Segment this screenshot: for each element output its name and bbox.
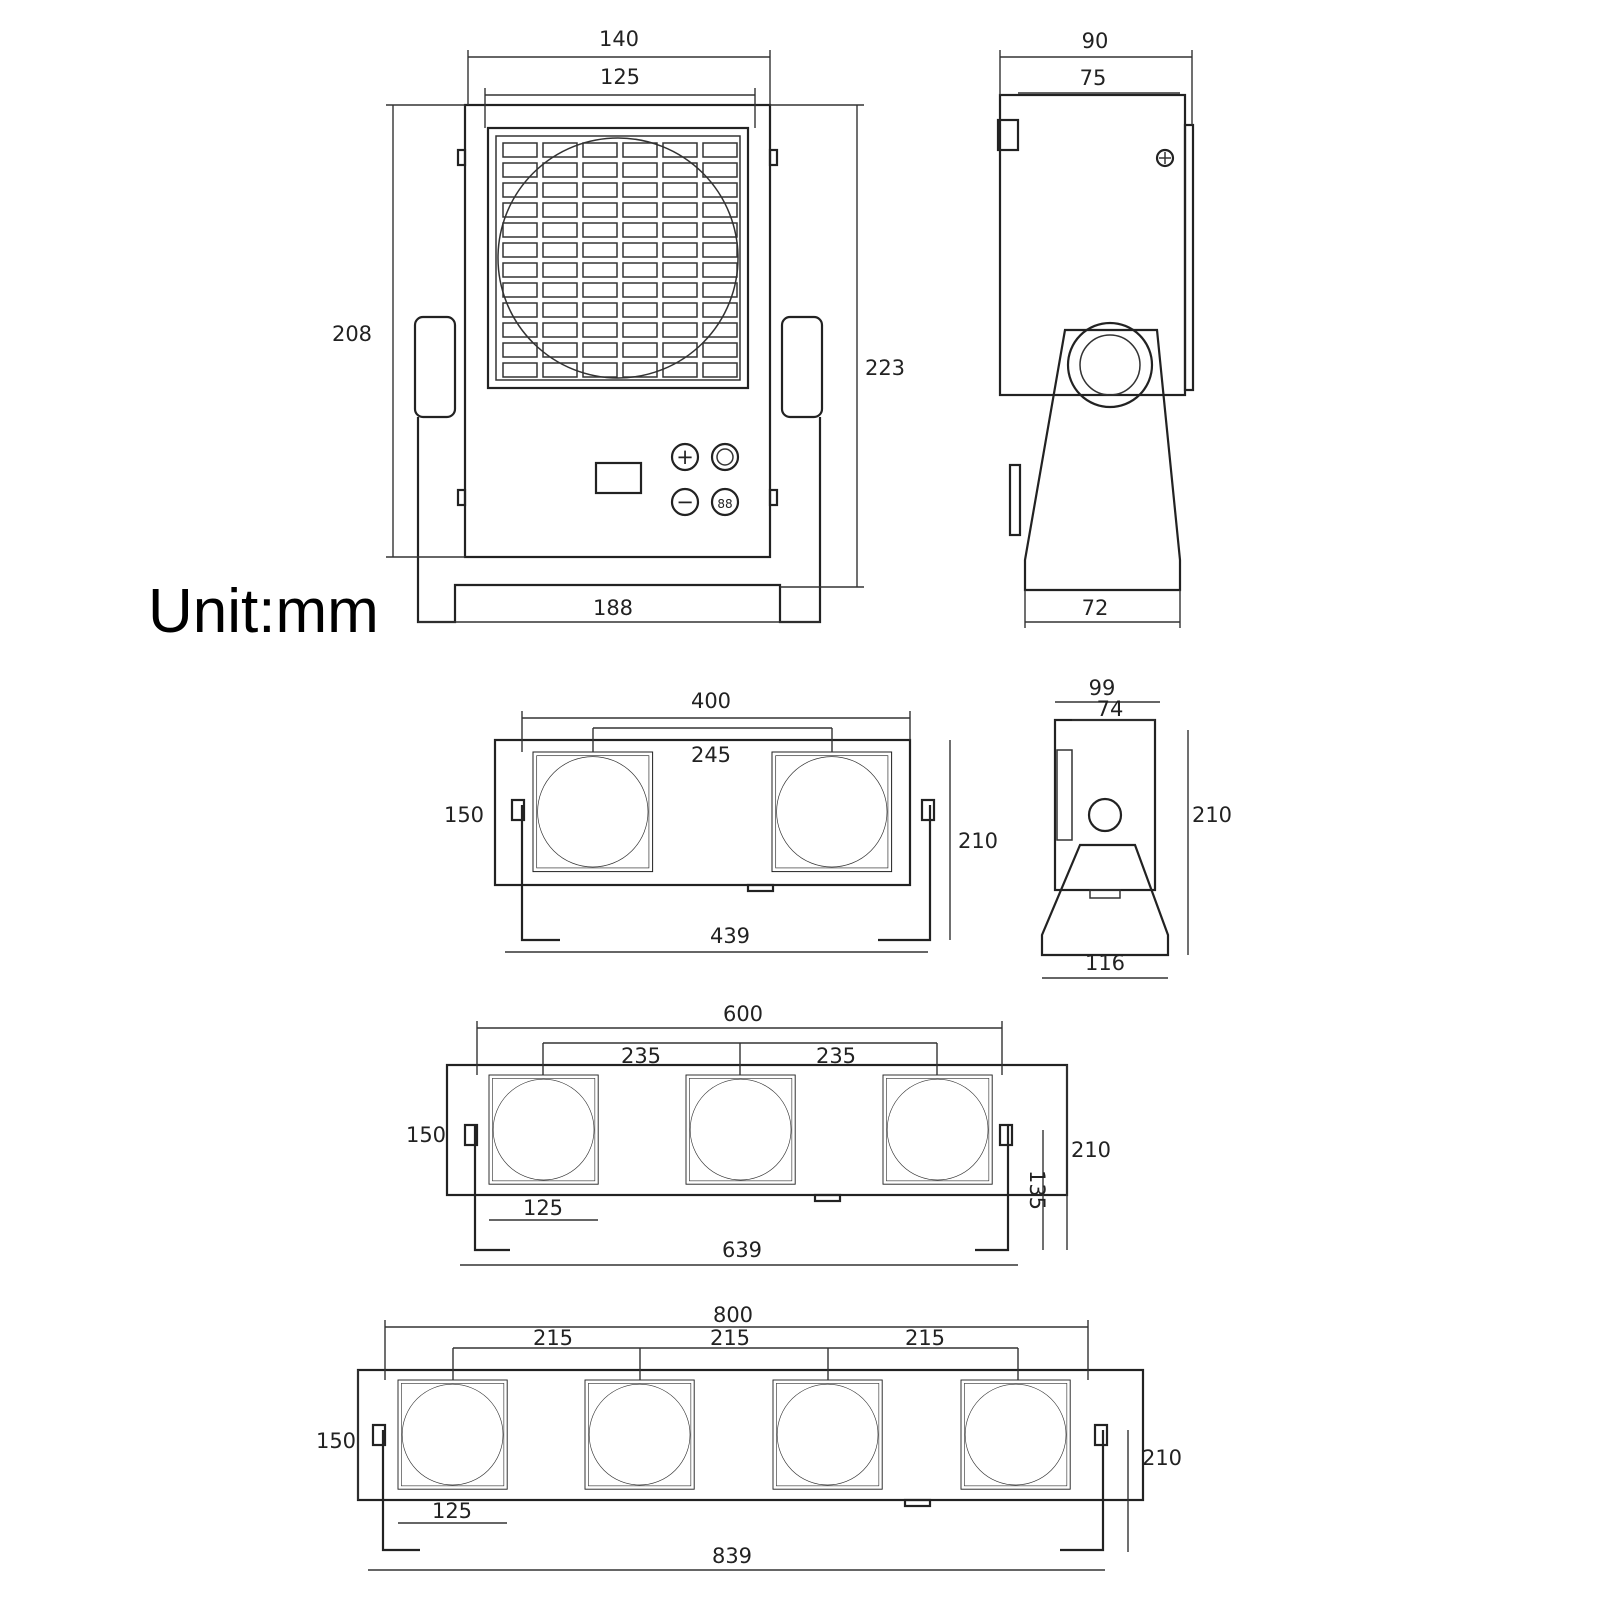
triple-front-view: 600 235 235 150 210 135 125 639 xyxy=(406,1002,1111,1266)
minus-button xyxy=(670,487,700,517)
dim-base-depth: 72 xyxy=(1082,596,1109,620)
dim-quad-length: 800 xyxy=(713,1303,753,1327)
single-grille-slots xyxy=(502,142,738,378)
dim-height-left: 208 xyxy=(332,322,372,346)
dim-triple-base: 639 xyxy=(722,1238,762,1262)
svg-text:+: + xyxy=(676,445,694,469)
dim-dual-side-base: 116 xyxy=(1085,951,1125,975)
dim-dual-length: 400 xyxy=(691,689,731,713)
dim-quad-base: 839 xyxy=(712,1544,752,1568)
display-screen xyxy=(594,461,643,495)
dim-triple-height-right: 210 xyxy=(1071,1138,1111,1162)
dim-triple-length: 600 xyxy=(723,1002,763,1026)
single-side-view: 90 75 72 xyxy=(996,29,1195,628)
triple-body xyxy=(445,1063,1069,1197)
dim-quad-height-right: 210 xyxy=(1142,1446,1182,1470)
side-knob xyxy=(1066,321,1154,409)
side-body xyxy=(998,93,1187,397)
dim-dual-pitch: 245 xyxy=(691,743,731,767)
dual-body xyxy=(493,738,912,887)
single-grille xyxy=(486,126,750,390)
dim-quad-pitch-2: 215 xyxy=(710,1326,750,1350)
dual-side-stand xyxy=(1040,843,1170,957)
svg-text:88: 88 xyxy=(717,497,732,511)
dim-width-outer: 140 xyxy=(599,27,639,51)
dim-dual-height-left: 150 xyxy=(444,803,484,827)
quad-front-view: 800 215 215 215 150 210 125 839 xyxy=(316,1303,1182,1571)
side-stand xyxy=(1023,328,1182,592)
dim-height-right: 223 xyxy=(865,356,905,380)
mode-button xyxy=(710,487,740,517)
single-stand xyxy=(416,417,822,624)
dim-dual-side-height: 210 xyxy=(1192,803,1232,827)
dim-dual-base: 439 xyxy=(710,924,750,948)
dim-quad-pitch-1: 215 xyxy=(533,1326,573,1350)
dim-depth-outer: 90 xyxy=(1082,29,1109,53)
dim-base-width: 188 xyxy=(593,596,633,620)
dim-dual-height-right: 210 xyxy=(958,829,998,853)
dual-side-body xyxy=(1053,718,1157,892)
svg-text:−: − xyxy=(676,490,694,514)
side-screw xyxy=(1155,148,1175,168)
right-knob xyxy=(780,315,824,419)
single-front-view: + − 88 140 125 208 223 188 xyxy=(332,27,905,624)
dim-dual-side-depth-outer: 99 xyxy=(1089,676,1116,700)
single-body xyxy=(463,103,772,559)
dim-quad-grille-width: 125 xyxy=(432,1499,472,1523)
dim-width-inner: 125 xyxy=(600,65,640,89)
dim-dual-side-depth-inner: 74 xyxy=(1097,697,1124,721)
unit-label: Unit:mm xyxy=(148,577,379,646)
dim-triple-bracket-height: 135 xyxy=(1025,1170,1049,1210)
plus-button xyxy=(670,442,700,472)
dual-front-view: 400 245 150 210 439 xyxy=(444,689,998,953)
dim-triple-grille-width: 125 xyxy=(523,1196,563,1220)
dim-depth-inner: 75 xyxy=(1080,66,1107,90)
dim-triple-height-left: 150 xyxy=(406,1123,446,1147)
dual-side-view: 99 74 210 116 xyxy=(1040,676,1232,979)
left-knob xyxy=(413,315,457,419)
dim-quad-height-left: 150 xyxy=(316,1429,356,1453)
dim-quad-pitch-3: 215 xyxy=(905,1326,945,1350)
dim-triple-pitch-2: 235 xyxy=(816,1044,856,1068)
power-button xyxy=(710,442,740,472)
dim-triple-pitch-1: 235 xyxy=(621,1044,661,1068)
